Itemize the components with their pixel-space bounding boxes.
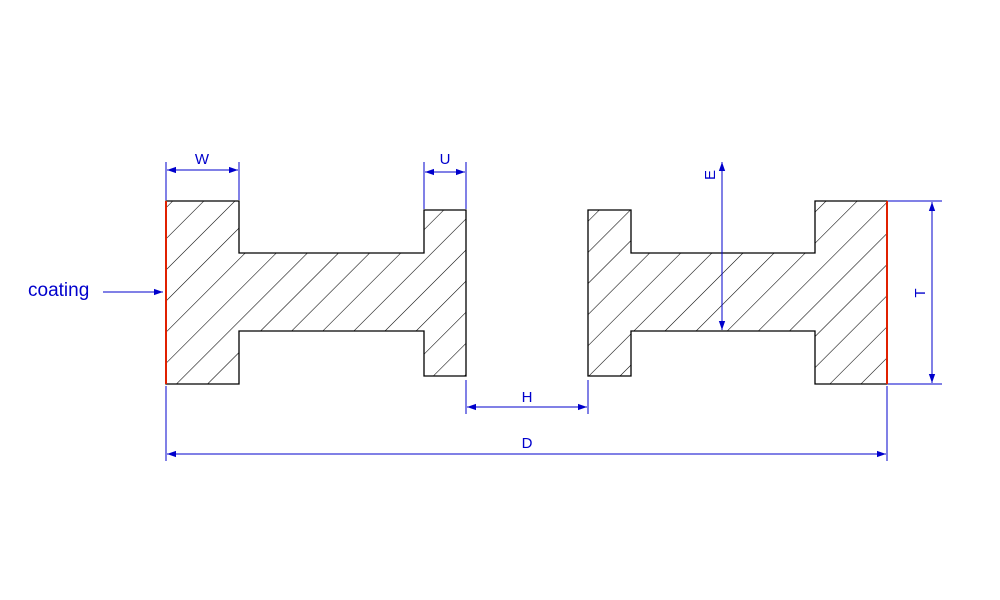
- dimension-w: [165, 162, 240, 200]
- left-profile-section: [165, 200, 467, 385]
- dimension-u: [423, 162, 467, 209]
- coating-label: coating: [28, 280, 89, 301]
- dimension-t: [888, 200, 942, 385]
- dimension-label-h: H: [522, 389, 533, 406]
- dimension-h: [465, 380, 589, 414]
- dimension-label-u: U: [440, 151, 451, 168]
- dimension-d: [165, 386, 888, 461]
- dimension-label-d: D: [522, 435, 533, 452]
- right-profile: [587, 200, 888, 385]
- dimension-label-t: T: [912, 288, 929, 297]
- dimension-label-w: W: [195, 151, 210, 168]
- left-profile: [165, 200, 467, 385]
- right-profile-section: [587, 200, 888, 385]
- dimension-label-e: E: [702, 170, 719, 180]
